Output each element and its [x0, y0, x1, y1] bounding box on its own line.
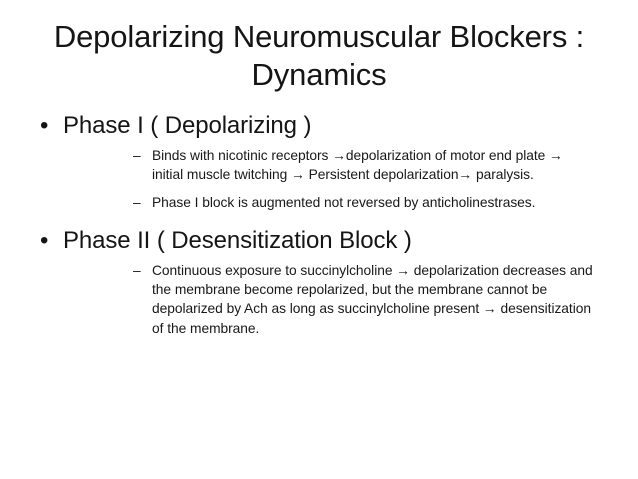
- sub-bullet-item-phase-1-b: – Phase I block is augmented not reverse…: [0, 193, 638, 212]
- sub-bullet-item-phase-2-a: – Continuous exposure to succinylcholine…: [0, 261, 638, 337]
- sub-bullet-label-phase-1-b: Phase I block is augmented not reversed …: [152, 195, 536, 211]
- spacer: [0, 212, 638, 225]
- sub-bullet-label-phase-1-a: Binds with nicotinic receptors →depolari…: [152, 148, 563, 183]
- bullet-item-phase-2: • Phase II ( Desensitization Block ): [0, 225, 638, 256]
- dash-marker-icon: –: [133, 148, 141, 163]
- bullet-label-phase-1: Phase I ( Depolarizing ): [63, 112, 312, 139]
- bullet-label-phase-2: Phase II ( Desensitization Block ): [63, 227, 412, 255]
- bullet-item-phase-1: • Phase I ( Depolarizing ): [0, 110, 638, 141]
- spacer: [0, 184, 638, 193]
- sub-bullet-label-phase-2-a: Continuous exposure to succinylcholine →…: [152, 263, 593, 336]
- dash-marker-icon: –: [133, 263, 141, 279]
- sub-bullet-item-phase-1-a: – Binds with nicotinic receptors →depola…: [0, 146, 638, 184]
- slide-body: • Phase I ( Depolarizing ) – Binds with …: [0, 110, 638, 338]
- slide-title: Depolarizing Neuromuscular Blockers : Dy…: [53, 19, 585, 92]
- dash-marker-icon: –: [133, 195, 141, 211]
- bullet-marker-icon: •: [40, 227, 49, 255]
- bullet-marker-icon: •: [40, 112, 49, 139]
